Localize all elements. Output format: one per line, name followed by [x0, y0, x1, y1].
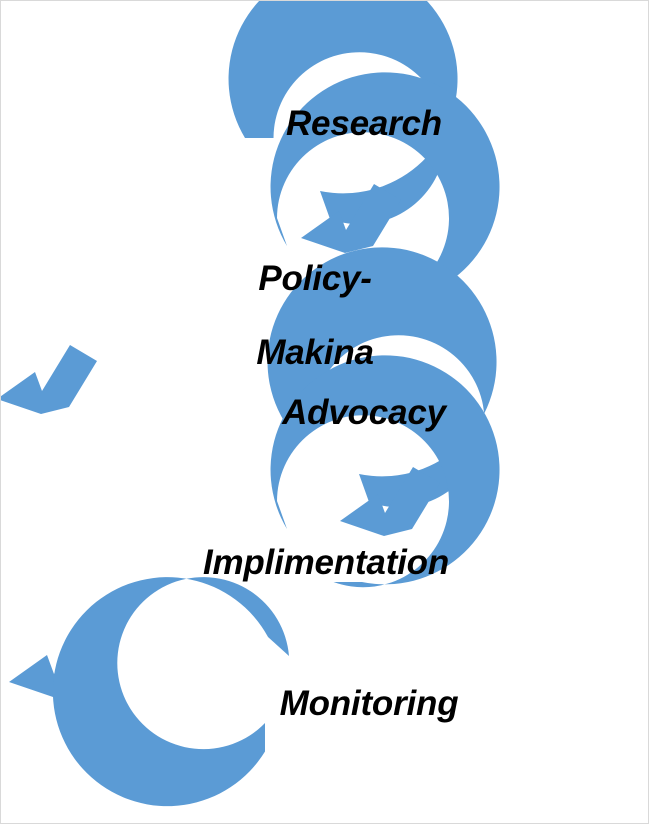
stage-5-open-ring-icon[interactable] [52, 577, 289, 807]
stage-3-label: Advocacy [282, 393, 446, 432]
stage-1-circular-arrow-icon[interactable] [228, 1, 458, 253]
stage-3-circular-arrow-icon[interactable] [267, 247, 497, 536]
stage-5-label: Monitoring [279, 684, 459, 723]
stage-2-label-line-1: Policy- [258, 259, 372, 299]
stage-4-label: Implimentation [202, 543, 450, 582]
stage-2-circular-arrow-icon[interactable] [1, 72, 500, 414]
stage-1-label: Research [285, 104, 442, 143]
stage-2-label: Policy- Makina [201, 223, 391, 408]
stage-2-label-line-2: Makina [256, 333, 374, 373]
